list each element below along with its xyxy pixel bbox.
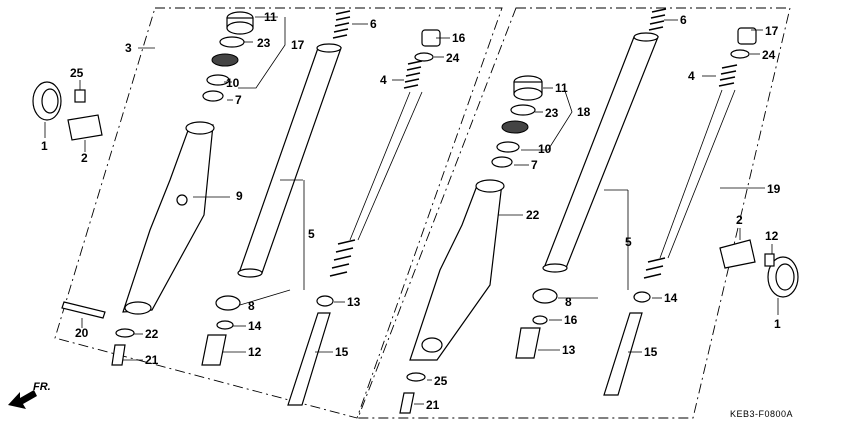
callout-right-18: 19 [767,182,781,196]
callout-left-20: 20 [75,326,89,340]
callout-right-14: 16 [564,313,578,327]
callout-right-23: 23 [545,106,559,120]
callout-left-23: 23 [257,36,271,50]
callout-right-16: 17 [765,24,779,38]
callout-left-15: 15 [335,345,349,359]
callout-left-10: 10 [226,76,240,90]
callout-right-1: 1 [774,317,781,331]
callout-right-11: 11 [555,81,568,95]
callout-left-17: 17 [291,38,305,52]
callout-left-6: 6 [370,17,377,31]
callout-left-8: 8 [248,299,255,313]
callout-left-9: 9 [236,189,243,203]
callout-left-14: 14 [248,319,262,333]
callout-left-22: 22 [145,327,159,341]
diagram-code: KEB3-F0800A [730,409,793,419]
callout-left-21: 21 [145,353,159,367]
callout-right-6: 6 [680,13,687,27]
callout-right-5: 5 [625,235,632,249]
left-assembly: 11 23 17 10 7 9 5 8 14 12 6 4 16 24 13 1… [32,10,466,406]
callout-right-22: 25 [434,374,448,388]
callout-left-12: 12 [248,345,262,359]
callout-left-2: 2 [81,151,88,165]
callout-left-11: 11 [264,10,277,24]
callout-right-13: 14 [664,291,678,305]
callout-left-3: 3 [125,41,132,55]
callout-left-7: 7 [235,93,242,107]
callout-right-4: 4 [688,69,695,83]
callout-left-25: 25 [70,66,84,80]
callout-right-12: 13 [562,343,576,357]
right-assembly-boundary [357,7,791,419]
callout-right-17: 18 [577,105,591,119]
callout-right-7: 7 [531,158,538,172]
callout-right-8: 8 [565,295,572,309]
front-direction-arrow: FR. [8,381,51,409]
callout-right-24: 24 [762,48,776,62]
front-direction-label: FR. [33,381,51,393]
callout-right-21: 21 [426,398,440,412]
callout-left-13: 13 [347,295,361,309]
callout-left-24: 24 [446,51,460,65]
callout-right-15: 15 [644,345,658,359]
callout-left-5: 5 [308,227,315,241]
left-assembly-boundary [54,7,503,419]
callout-right-2: 2 [736,213,743,227]
callout-right-25: 12 [765,229,779,243]
callout-left-1: 1 [41,139,48,153]
callout-right-19: 22 [526,208,540,222]
callout-left-4: 4 [380,73,387,87]
callout-right-10: 10 [538,142,552,156]
right-assembly: 11 23 18 10 7 22 5 8 16 13 6 4 17 24 14 … [399,8,799,414]
callout-left-16: 16 [452,31,466,45]
